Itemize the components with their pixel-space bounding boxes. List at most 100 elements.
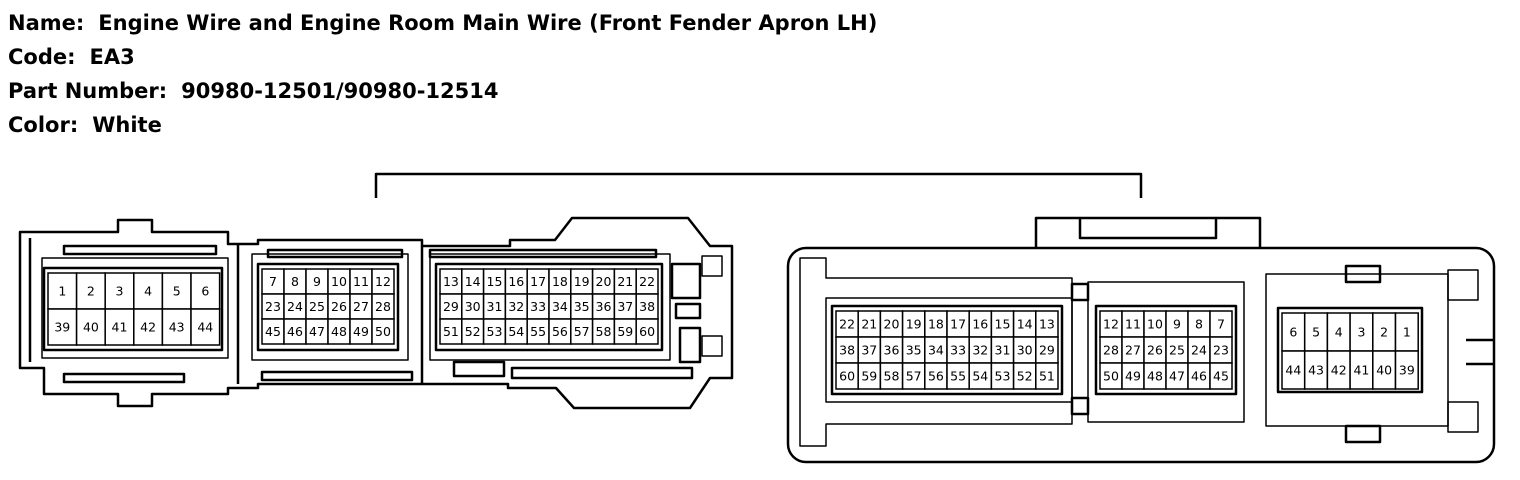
right-terminal-58: 58 [884,369,900,384]
left-terminal-50: 50 [375,324,391,339]
right-terminal-51: 51 [1039,369,1055,384]
right-terminal-24: 24 [1191,343,1207,358]
right-terminal-3: 3 [1357,325,1365,340]
code-line: Code: EA3 [8,40,877,74]
left-terminal-43: 43 [169,320,185,335]
right-terminal-40: 40 [1376,363,1392,378]
pairing-bracket [374,172,1143,198]
right-terminal-43: 43 [1308,363,1324,378]
right-terminal-5: 5 [1312,325,1320,340]
right-terminal-42: 42 [1331,363,1347,378]
right-terminal-52: 52 [1017,369,1033,384]
left-terminal-29: 29 [443,299,459,314]
left-block-a-terminal-cell [104,308,135,346]
right-terminal-30: 30 [1017,343,1033,358]
left-terminal-55: 55 [530,324,546,339]
right-terminal-29: 29 [1039,343,1055,358]
right-terminal-38: 38 [839,343,855,358]
left-terminal-51: 51 [443,324,459,339]
left-terminal-30: 30 [465,299,481,314]
left-terminal-7: 7 [269,274,277,289]
left-terminal-21: 21 [617,274,633,289]
right-terminal-13: 13 [1039,317,1055,332]
left-terminal-26: 26 [331,299,347,314]
right-terminal-17: 17 [950,317,966,332]
left-terminal-25: 25 [309,299,325,314]
left-terminal-39: 39 [54,320,70,335]
left-terminal-16: 16 [508,274,524,289]
code-value: EA3 [89,45,135,69]
left-terminal-9: 9 [313,274,321,289]
right-terminal-7: 7 [1217,317,1225,332]
left-terminal-45: 45 [265,324,281,339]
left-terminal-31: 31 [487,299,503,314]
right-terminal-26: 26 [1147,343,1163,358]
right-block-a-terminal-cell [1035,362,1059,390]
right-terminal-9: 9 [1173,317,1181,332]
left-terminal-23: 23 [265,299,281,314]
code-label: Code: [8,45,76,69]
left-terminal-41: 41 [112,320,128,335]
right-terminal-31: 31 [995,343,1011,358]
left-block-c-terminal-cell [635,318,659,345]
color-value: White [92,113,162,137]
left-terminal-60: 60 [639,324,655,339]
right-terminal-53: 53 [995,369,1011,384]
left-terminal-36: 36 [596,299,612,314]
left-terminal-46: 46 [287,324,303,339]
left-terminal-38: 38 [639,299,655,314]
right-terminal-55: 55 [950,369,966,384]
right-terminal-1: 1 [1403,325,1411,340]
part-number-line: Part Number:90980-12501/90980-12514 [8,74,877,108]
left-terminal-24: 24 [287,299,303,314]
right-terminal-23: 23 [1213,343,1229,358]
left-terminal-32: 32 [508,299,524,314]
left-block-a-terminal-cell [47,272,78,310]
right-terminal-6: 6 [1289,325,1297,340]
left-block-a-terminal-cell [75,308,106,346]
right-terminal-34: 34 [928,343,944,358]
left-terminal-42: 42 [140,320,156,335]
left-terminal-13: 13 [443,274,459,289]
right-terminal-25: 25 [1169,343,1185,358]
right-terminal-28: 28 [1103,343,1119,358]
left-terminal-56: 56 [552,324,568,339]
connector-info: Name:Engine Wire and Engine Room Main Wi… [8,6,877,142]
right-terminal-18: 18 [928,317,944,332]
right-terminal-49: 49 [1125,369,1141,384]
left-terminal-1: 1 [58,284,66,299]
right-terminal-8: 8 [1195,317,1203,332]
left-terminal-22: 22 [639,274,655,289]
right-terminal-20: 20 [884,317,900,332]
right-terminal-16: 16 [972,317,988,332]
left-terminal-8: 8 [291,274,299,289]
left-terminal-49: 49 [353,324,369,339]
right-terminal-41: 41 [1353,363,1369,378]
right-terminal-21: 21 [861,317,877,332]
left-terminal-4: 4 [144,284,152,299]
left-terminal-59: 59 [617,324,633,339]
name-line: Name:Engine Wire and Engine Room Main Wi… [8,6,877,40]
left-terminal-33: 33 [530,299,546,314]
right-terminal-12: 12 [1103,317,1119,332]
left-terminal-10: 10 [331,274,347,289]
left-terminal-28: 28 [375,299,391,314]
left-terminal-6: 6 [201,284,209,299]
left-terminal-47: 47 [309,324,325,339]
right-terminal-59: 59 [861,369,877,384]
right-terminal-37: 37 [861,343,877,358]
right-terminal-57: 57 [906,369,922,384]
right-terminal-60: 60 [839,369,855,384]
left-terminal-48: 48 [331,324,347,339]
left-terminal-11: 11 [353,274,369,289]
right-terminal-48: 48 [1147,369,1163,384]
left-terminal-37: 37 [617,299,633,314]
left-terminal-19: 19 [574,274,590,289]
right-terminal-15: 15 [995,317,1011,332]
left-terminal-12: 12 [375,274,391,289]
left-terminal-20: 20 [596,274,612,289]
left-terminal-58: 58 [596,324,612,339]
left-terminal-2: 2 [87,284,95,299]
